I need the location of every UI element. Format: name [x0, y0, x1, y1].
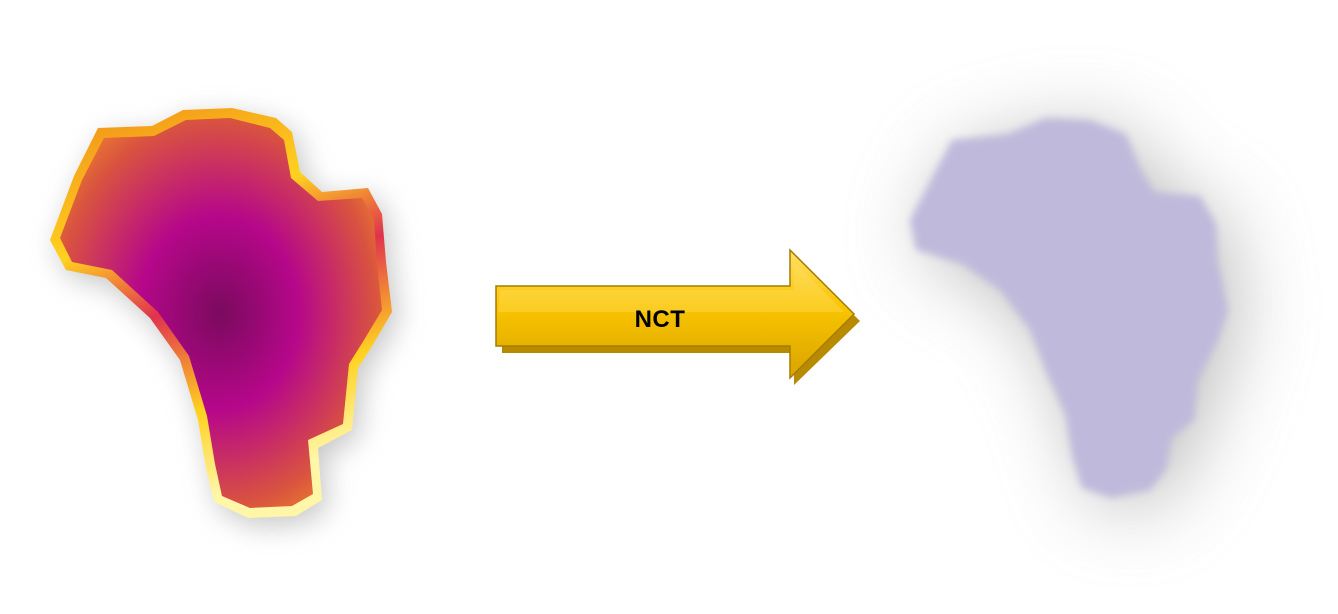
nct-arrow: NCT [495, 248, 860, 385]
tumor-before-nct [50, 108, 398, 526]
tumor-body [60, 118, 382, 508]
residual-tumor [910, 118, 1228, 498]
tumor-after-nct [910, 118, 1240, 508]
arrow-label: NCT [635, 306, 686, 333]
arrow-bevel [498, 262, 844, 312]
arrow-body [495, 248, 856, 380]
